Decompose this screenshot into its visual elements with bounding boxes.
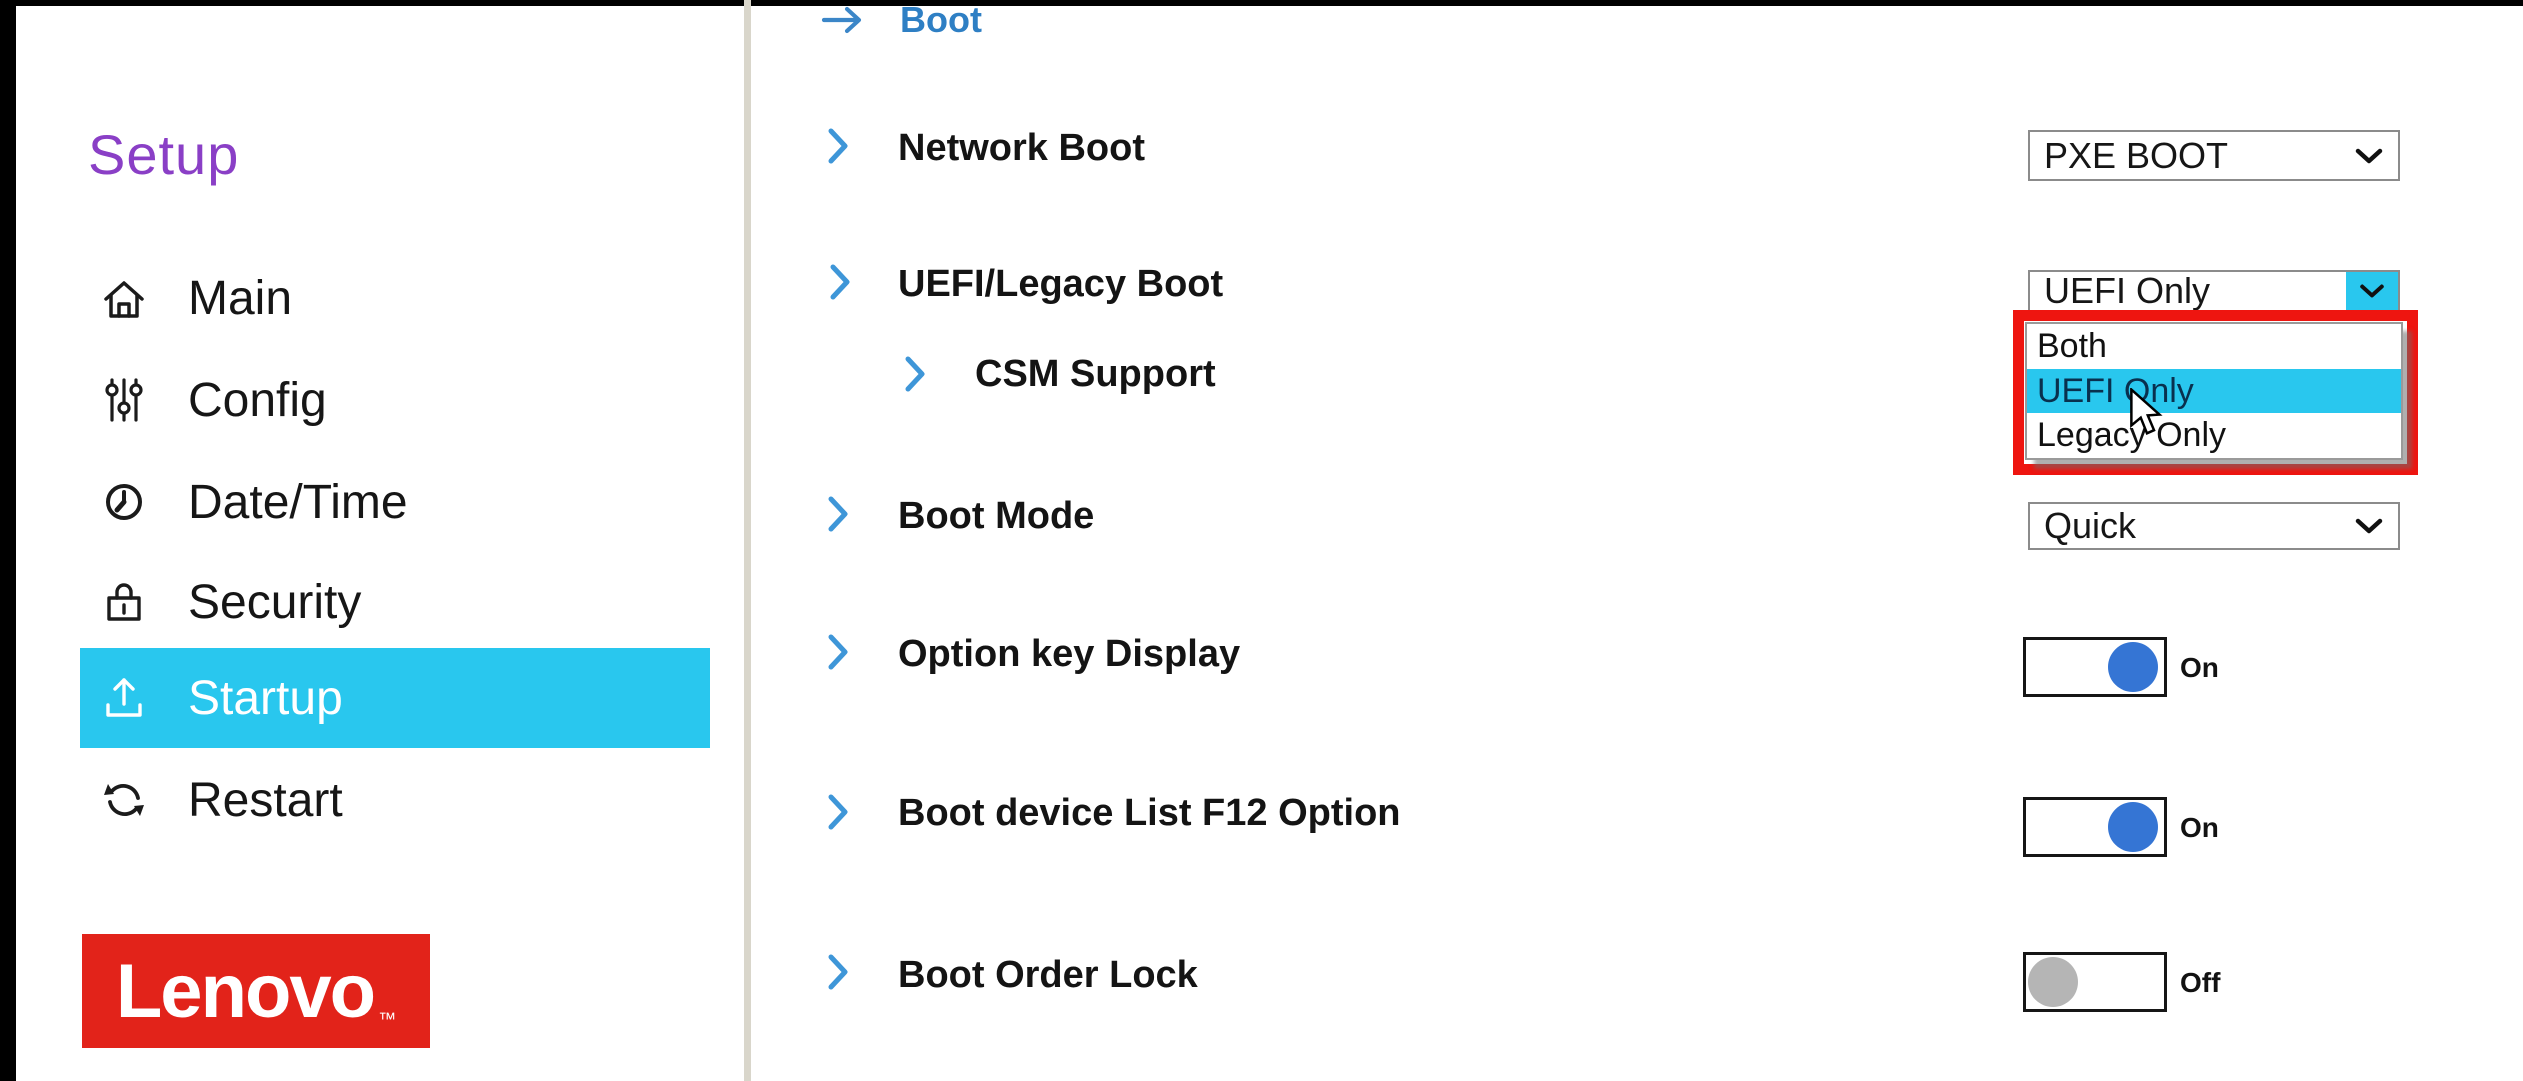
sidebar-item-label: Startup bbox=[188, 671, 343, 725]
chevron-right-icon[interactable] bbox=[826, 952, 852, 992]
sidebar-item-label: Config bbox=[188, 373, 327, 427]
sidebar-item-config[interactable]: Config bbox=[80, 364, 710, 436]
boot-mode-select[interactable]: Quick bbox=[2028, 502, 2400, 550]
page-title: Setup bbox=[88, 123, 240, 186]
sidebar-item-security[interactable]: Security bbox=[80, 566, 710, 638]
sidebar-item-restart[interactable]: Restart bbox=[80, 764, 710, 836]
letterbox-left-bar bbox=[0, 0, 16, 1081]
chevron-down-icon bbox=[2354, 517, 2384, 535]
upload-icon bbox=[96, 670, 152, 726]
setting-label-csm-support: CSM Support bbox=[975, 353, 1216, 395]
sliders-icon bbox=[96, 372, 152, 428]
sidebar-item-label: Restart bbox=[188, 773, 343, 827]
sidebar-item-datetime[interactable]: Date/Time bbox=[80, 466, 710, 538]
toggle-knob bbox=[2108, 802, 2158, 852]
uefi-legacy-select-value: UEFI Only bbox=[2044, 270, 2211, 311]
option-key-display-toggle[interactable] bbox=[2023, 637, 2167, 697]
chevron-right-icon[interactable] bbox=[826, 632, 852, 672]
toggle-knob bbox=[2108, 642, 2158, 692]
sidebar-item-main[interactable]: Main bbox=[80, 262, 710, 334]
setting-label-boot-order-lock: Boot Order Lock bbox=[898, 954, 1198, 996]
chevron-right-icon[interactable] bbox=[826, 126, 852, 166]
mouse-cursor bbox=[2128, 388, 2166, 438]
boot-device-list-f12-toggle[interactable] bbox=[2023, 797, 2167, 857]
annotation-highlight-box bbox=[2013, 310, 2418, 475]
setting-label-uefi-legacy-boot: UEFI/Legacy Boot bbox=[898, 263, 1224, 305]
lock-icon bbox=[96, 574, 152, 630]
chevron-right-icon[interactable] bbox=[826, 792, 852, 832]
option-key-display-state: On bbox=[2180, 652, 2219, 683]
network-boot-select[interactable]: PXE BOOT bbox=[2028, 130, 2400, 181]
boot-order-lock-state: Off bbox=[2180, 967, 2221, 998]
setting-label-boot-mode: Boot Mode bbox=[898, 495, 1095, 537]
sidebar-item-startup[interactable]: Startup bbox=[80, 648, 710, 748]
section-header-label: Boot bbox=[900, 0, 982, 40]
boot-order-lock-toggle[interactable] bbox=[2023, 952, 2167, 1012]
chevron-right-icon[interactable] bbox=[826, 494, 852, 534]
uefi-legacy-option-list: Both UEFI Only Legacy Only bbox=[2025, 322, 2403, 460]
uefi-legacy-select-dropdown-button[interactable] bbox=[2346, 272, 2398, 310]
home-icon bbox=[96, 270, 152, 326]
sidebar-divider bbox=[744, 0, 751, 1081]
uefi-legacy-select[interactable]: UEFI Only bbox=[2028, 270, 2400, 312]
lenovo-logo-text: Lenovo bbox=[115, 948, 376, 1034]
option-both[interactable]: Both bbox=[2037, 326, 2107, 365]
chevron-down-icon bbox=[2360, 284, 2384, 298]
letterbox-top-bar bbox=[0, 0, 2523, 6]
sidebar-item-label: Date/Time bbox=[188, 475, 408, 529]
chevron-right-icon[interactable] bbox=[903, 354, 929, 394]
sidebar-item-label: Security bbox=[188, 575, 362, 629]
arrow-right-icon bbox=[820, 3, 866, 37]
setting-label-network-boot: Network Boot bbox=[898, 127, 1145, 169]
boot-device-list-f12-state: On bbox=[2180, 812, 2219, 843]
option-uefi-only[interactable]: UEFI Only bbox=[2027, 368, 2401, 414]
sidebar-item-label: Main bbox=[188, 271, 293, 325]
chevron-right-icon[interactable] bbox=[828, 262, 854, 302]
clock-icon bbox=[96, 474, 152, 530]
boot-mode-select-value: Quick bbox=[2044, 505, 2137, 546]
option-legacy-only[interactable]: Legacy Only bbox=[2037, 416, 2226, 455]
setting-label-option-key-display: Option key Display bbox=[898, 633, 1241, 675]
lenovo-trademark: ™ bbox=[378, 1009, 397, 1029]
setting-label-boot-device-list-f12: Boot device List F12 Option bbox=[898, 792, 1401, 834]
lenovo-logo: Lenovo ™ bbox=[82, 934, 430, 1048]
restart-icon bbox=[96, 772, 152, 828]
section-header-boot[interactable]: Boot bbox=[820, 0, 982, 40]
chevron-down-icon bbox=[2354, 147, 2384, 165]
toggle-knob bbox=[2028, 957, 2078, 1007]
network-boot-select-value: PXE BOOT bbox=[2044, 134, 2229, 176]
